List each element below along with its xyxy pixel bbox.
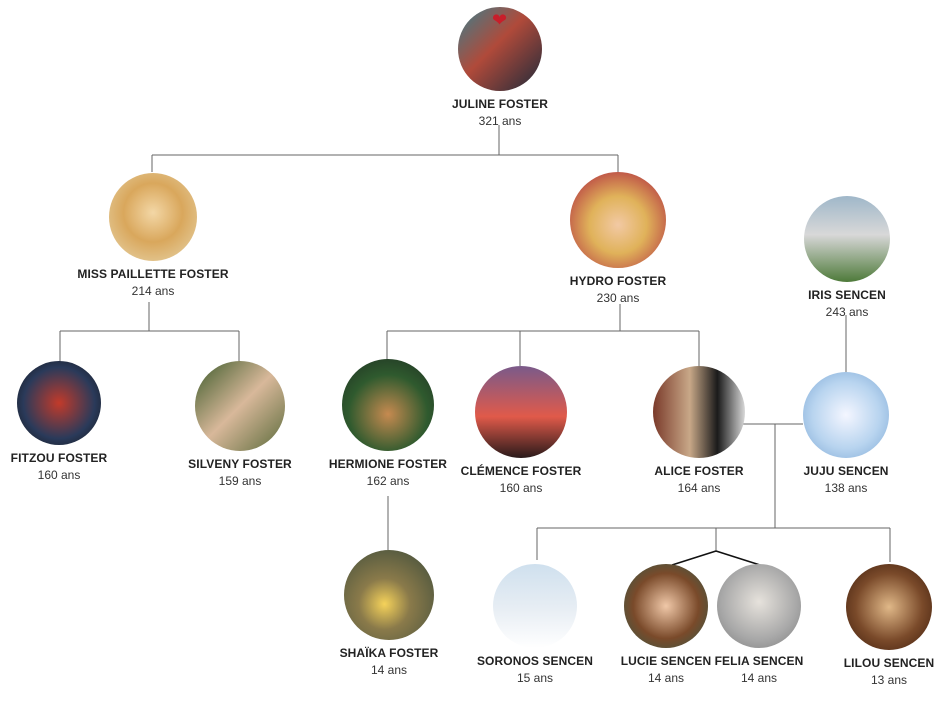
person-name: FITZOU FOSTER — [10, 451, 108, 465]
person-card: ❤ JULINE FOSTER 321 ans — [410, 7, 590, 128]
person-age: 15 ans — [516, 671, 554, 685]
person-card: SILVENY FOSTER 159 ans — [150, 361, 330, 488]
person-card: ALICE FOSTER 164 ans — [609, 366, 789, 495]
avatar[interactable] — [717, 564, 801, 648]
person-age: 321 ans — [478, 114, 522, 128]
person-card: CLÉMENCE FOSTER 160 ans — [431, 366, 611, 495]
person-card: SHAÏKA FOSTER 14 ans — [299, 550, 479, 677]
person-card: SORONOS SENCEN 15 ans — [445, 564, 625, 685]
twin-connector — [715, 550, 761, 566]
person-card: HERMIONE FOSTER 162 ans — [298, 359, 478, 488]
avatar[interactable] — [342, 359, 434, 451]
person-age: 160 ans — [499, 481, 543, 495]
person-name: SILVENY FOSTER — [188, 457, 292, 471]
person-name: JULINE FOSTER — [452, 97, 548, 111]
person-age: 160 ans — [37, 468, 81, 482]
avatar[interactable] — [804, 196, 890, 282]
person-card: FITZOU FOSTER 160 ans — [0, 361, 149, 482]
avatar[interactable] — [846, 564, 932, 650]
person-age: 14 ans — [647, 671, 685, 685]
avatar[interactable] — [624, 564, 708, 648]
person-card: HYDRO FOSTER 230 ans — [528, 172, 708, 305]
person-age: 138 ans — [824, 481, 868, 495]
person-name: IRIS SENCEN — [808, 288, 886, 302]
person-name: HERMIONE FOSTER — [328, 457, 448, 471]
person-name: FELIA SENCEN — [714, 654, 804, 668]
avatar[interactable] — [653, 366, 745, 458]
person-name: ALICE FOSTER — [654, 464, 744, 478]
avatar[interactable] — [344, 550, 434, 640]
person-age: 230 ans — [596, 291, 640, 305]
avatar[interactable] — [570, 172, 666, 268]
person-card: MISS PAILLETTE FOSTER 214 ans — [63, 173, 243, 298]
person-name: SORONOS SENCEN — [476, 654, 594, 668]
person-name: JUJU SENCEN — [803, 464, 889, 478]
person-name: LUCIE SENCEN — [620, 654, 712, 668]
avatar[interactable] — [493, 564, 577, 648]
avatar[interactable] — [475, 366, 567, 458]
person-card: LUCIE SENCEN 14 ans — [576, 564, 756, 685]
avatar[interactable] — [803, 372, 889, 458]
person-name: SHAÏKA FOSTER — [339, 646, 439, 660]
avatar[interactable] — [17, 361, 101, 445]
person-name: CLÉMENCE FOSTER — [460, 464, 582, 478]
person-age: 14 ans — [740, 671, 778, 685]
person-age: 164 ans — [677, 481, 721, 495]
person-age: 243 ans — [825, 305, 869, 319]
avatar[interactable] — [195, 361, 285, 451]
person-card: FELIA SENCEN 14 ans — [669, 564, 849, 685]
person-card: IRIS SENCEN 243 ans — [757, 196, 937, 319]
person-name: LILOU SENCEN — [843, 656, 935, 670]
avatar[interactable] — [109, 173, 197, 261]
person-age: 159 ans — [218, 474, 262, 488]
person-name: MISS PAILLETTE FOSTER — [77, 267, 229, 281]
person-age: 14 ans — [370, 663, 408, 677]
person-age: 214 ans — [131, 284, 175, 298]
person-age: 13 ans — [870, 673, 908, 687]
person-age: 162 ans — [366, 474, 410, 488]
person-name: HYDRO FOSTER — [569, 274, 667, 288]
avatar[interactable]: ❤ — [458, 7, 542, 91]
heart-icon: ❤ — [492, 10, 508, 30]
person-card: JUJU SENCEN 138 ans — [756, 372, 936, 495]
person-card: LILOU SENCEN 13 ans — [799, 564, 943, 687]
twin-connector — [671, 550, 717, 566]
